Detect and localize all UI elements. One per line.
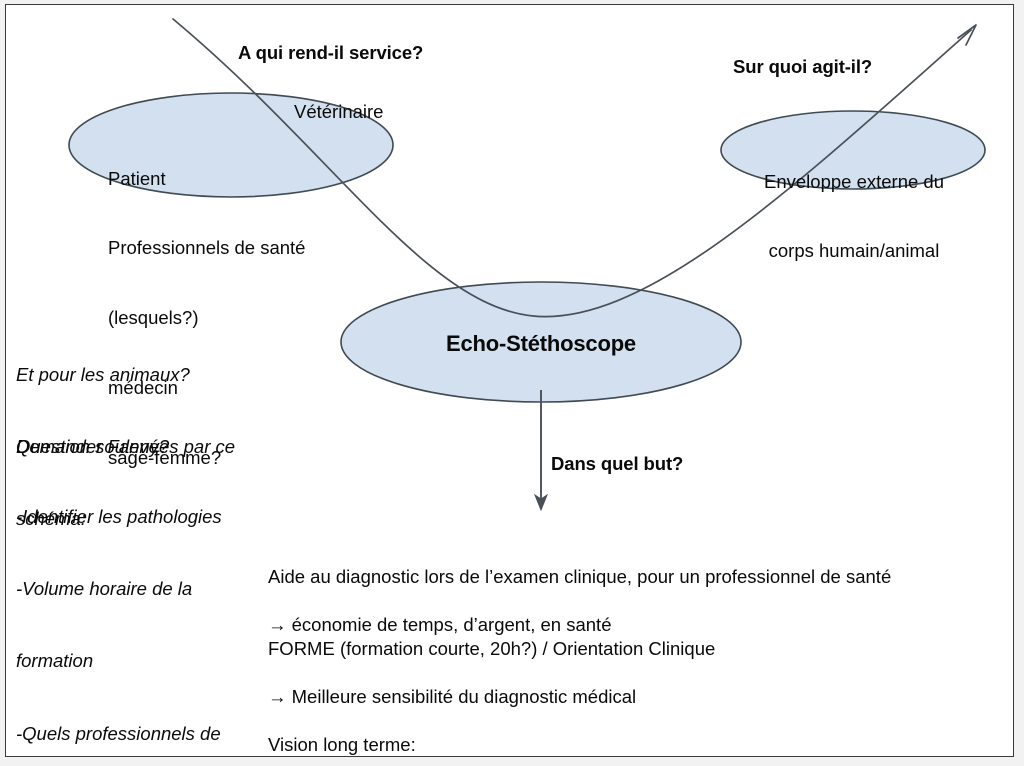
notes-paragraph-2: Question soulevées par ce schéma: <box>16 387 235 579</box>
purpose-bullet-1: → économie de temps, d’argent, en santé <box>268 614 612 636</box>
audience-line-2: Professionnels de santé <box>108 237 306 259</box>
vision-title: Vision long terme: <box>268 734 416 756</box>
vision-block: Vision long terme: Une sonde “intelligen… <box>268 685 842 756</box>
audience-ellipse-lines: Patient Professionnels de santé (lesquel… <box>108 120 305 516</box>
curve-arrowhead-icon <box>957 24 977 46</box>
audience-line-3: (lesquels?) <box>108 307 199 329</box>
target-line-1: Enveloppe externe du <box>764 170 944 192</box>
notes-p2-line-2: schéma: <box>16 508 86 530</box>
purpose-arrowhead-icon <box>533 493 549 512</box>
notes-p1-line-2: Demander Fanny? <box>16 436 170 458</box>
question-bottom-heading: Dans quel but? <box>551 453 684 474</box>
audience-line-1: Patient <box>108 167 166 189</box>
notes-p3-line-4: -Quels professionnels de <box>16 722 221 744</box>
question-left-heading: A qui rend-il service? <box>238 42 424 63</box>
notes-paragraph-3: -Identifier les pathologies -Volume hora… <box>16 457 222 756</box>
product-ellipse-label: Echo-Stéthoscope <box>446 331 636 356</box>
target-ellipse-lines: Enveloppe externe du corps humain/animal <box>742 123 966 309</box>
notes-p1-line-1: Et pour les animaux? <box>16 364 190 386</box>
purpose-bullet-2: → Meilleure sensibilité du diagnostic mé… <box>268 686 637 708</box>
audience-veterinaire-label: Vétérinaire <box>294 101 384 122</box>
notes-p3-line-3: formation <box>16 650 94 672</box>
purpose-bullets-block: → économie de temps, d’argent, en santé … <box>268 565 887 756</box>
purpose-intro-line-2: FORME (formation courte, 20h?) / Orienta… <box>268 638 716 660</box>
purpose-intro-line-1: Aide au diagnostic lors de l’examen clin… <box>268 566 892 588</box>
purpose-intro-block: Aide au diagnostic lors de l’examen clin… <box>268 517 891 709</box>
notes-p3-line-1: -Identifier les pathologies <box>16 506 222 528</box>
target-line-2: corps humain/animal <box>768 240 940 262</box>
notes-paragraph-1: Et pour les animaux? Demander Fanny? <box>16 315 190 507</box>
slide-content-area: A qui rend-il service? Sur quoi agit-il?… <box>5 4 1014 757</box>
audience-line-4: médecin <box>108 377 178 399</box>
audience-line-5: sage-femme? <box>108 447 222 469</box>
notes-p3-line-2: -Volume horaire de la <box>16 578 193 600</box>
question-right-heading: Sur quoi agit-il? <box>733 56 873 77</box>
notes-p2-line-1: Question soulevées par ce <box>16 436 236 458</box>
